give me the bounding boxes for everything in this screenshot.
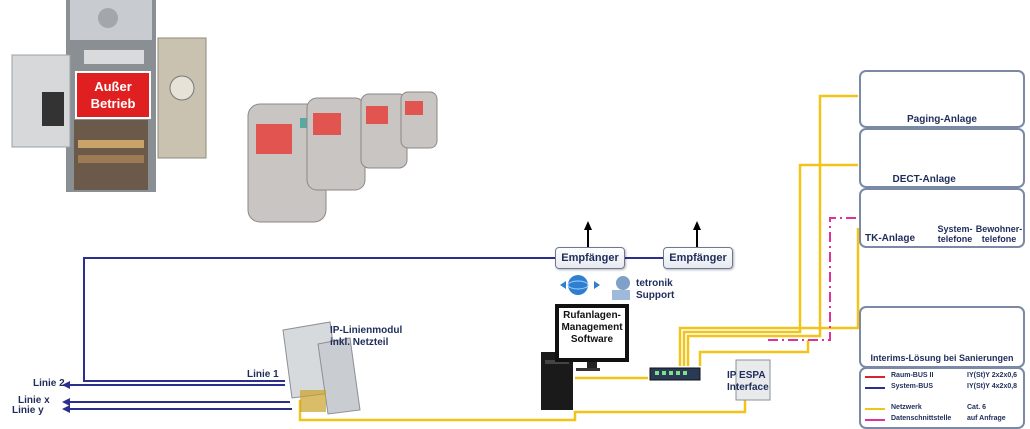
ip-line-module xyxy=(282,321,361,415)
network-line-espa xyxy=(698,340,810,366)
espa-line-2: Interface xyxy=(727,382,769,393)
interim-label: Interims-Lösung bei Sanierungen xyxy=(870,353,1014,363)
linie-y-label: Linie y xyxy=(12,405,44,416)
system-bus-lines xyxy=(68,257,664,410)
module-line-2: inkl. Netzteil xyxy=(330,337,389,348)
resident-phones-line-2: telefone xyxy=(981,234,1017,244)
espa-label: IP ESPA Interface xyxy=(727,370,769,394)
out-of-order-line-1: Außer xyxy=(94,79,132,94)
legend-swatch-system-bus xyxy=(865,387,885,389)
monitor xyxy=(555,304,629,368)
legend-name-data-interface: Datenschnittstelle xyxy=(891,415,952,422)
legend-name-raum-bus: Raum-BUS II xyxy=(891,372,934,379)
arrow-linie-y xyxy=(62,405,70,413)
support-line-2: Support xyxy=(636,290,675,301)
system-phones-line-1: System- xyxy=(937,224,973,234)
arrow-linie-x xyxy=(62,398,70,406)
system-bus-line-receivers xyxy=(83,257,556,382)
receiver-1: Empfänger xyxy=(555,247,625,269)
system-phones-label: System- telefone xyxy=(931,224,979,244)
linie-1-label: Linie 1 xyxy=(247,369,279,380)
software-line-3: Software xyxy=(570,334,614,345)
software-line-2: Management xyxy=(561,322,623,333)
linie-x-label: Linie x xyxy=(18,395,50,406)
module-line-1: IP-Linienmodul xyxy=(330,325,403,336)
antenna-arrowhead-2 xyxy=(693,221,701,230)
network-line-pc-espa xyxy=(575,398,747,414)
tk-label: TK-Anlage xyxy=(865,233,915,244)
data-interface-line xyxy=(768,217,858,341)
receiver-arrows xyxy=(587,228,698,248)
software-line-1: Rufanlagen- xyxy=(563,310,621,321)
network-line-paging xyxy=(686,94,858,366)
antenna-arrowhead-1 xyxy=(584,221,592,230)
legend-cable-data-interface: auf Anfrage xyxy=(967,415,1006,422)
receiver-2: Empfänger xyxy=(663,247,733,269)
support-icons xyxy=(560,275,630,300)
paging-label: Paging-Anlage xyxy=(906,114,977,125)
tetronik-support-label: tetronik Support xyxy=(636,278,674,302)
legend-name-system-bus: System-BUS xyxy=(891,383,934,390)
legend-swatch-data-interface xyxy=(865,419,885,421)
legend-cable-raum-bus: IY(St)Y 2x2x0,6 xyxy=(967,372,1018,379)
dect-panel: DECT-Anlage xyxy=(859,128,1025,188)
out-of-order-line-2: Betrieb xyxy=(90,96,136,111)
espa-line-1: IP ESPA xyxy=(727,370,766,381)
legend-cable-network: Cat. 6 xyxy=(967,404,987,411)
support-line-1: tetronik xyxy=(636,278,673,289)
legend-panel: Raum-BUS II IY(St)Y 2x2x0,6 System-BUS I… xyxy=(859,367,1025,429)
network-line-tk xyxy=(678,228,860,366)
network-switch xyxy=(649,367,701,381)
data-interface-lines xyxy=(768,217,858,341)
system-phones-line-2: telefone xyxy=(937,234,973,244)
system-bus-arrows xyxy=(62,381,70,413)
interim-panel: Interims-Lösung bei Sanierungen xyxy=(859,306,1025,368)
ip-espa-device xyxy=(735,359,771,401)
pager-devices xyxy=(247,91,438,223)
paging-panel: Paging-Anlage xyxy=(859,70,1025,128)
out-of-order-sign: Außer Betrieb xyxy=(77,78,149,112)
arrow-linie-2 xyxy=(62,381,70,389)
dect-label: DECT-Anlage xyxy=(892,174,956,185)
module-label: IP-Linienmodul inkl. Netzteil xyxy=(330,325,402,349)
tk-panel: TK-Anlage System- telefone Bewohner- tel… xyxy=(859,188,1025,248)
resident-phones-line-1: Bewohner- xyxy=(975,224,1023,234)
call-system-photo xyxy=(11,0,207,192)
legend-swatch-network xyxy=(865,408,885,410)
legend-swatch-raum-bus xyxy=(865,376,885,378)
linie-2-label: Linie 2 xyxy=(33,378,65,389)
legend-name-network: Netzwerk xyxy=(891,404,922,411)
software-label: Rufanlagen- Management Software xyxy=(559,310,625,346)
resident-phones-label: Bewohner- telefone xyxy=(975,224,1023,244)
legend-cable-system-bus: IY(St)Y 4x2x0,8 xyxy=(967,383,1018,390)
network-lines xyxy=(298,94,860,422)
